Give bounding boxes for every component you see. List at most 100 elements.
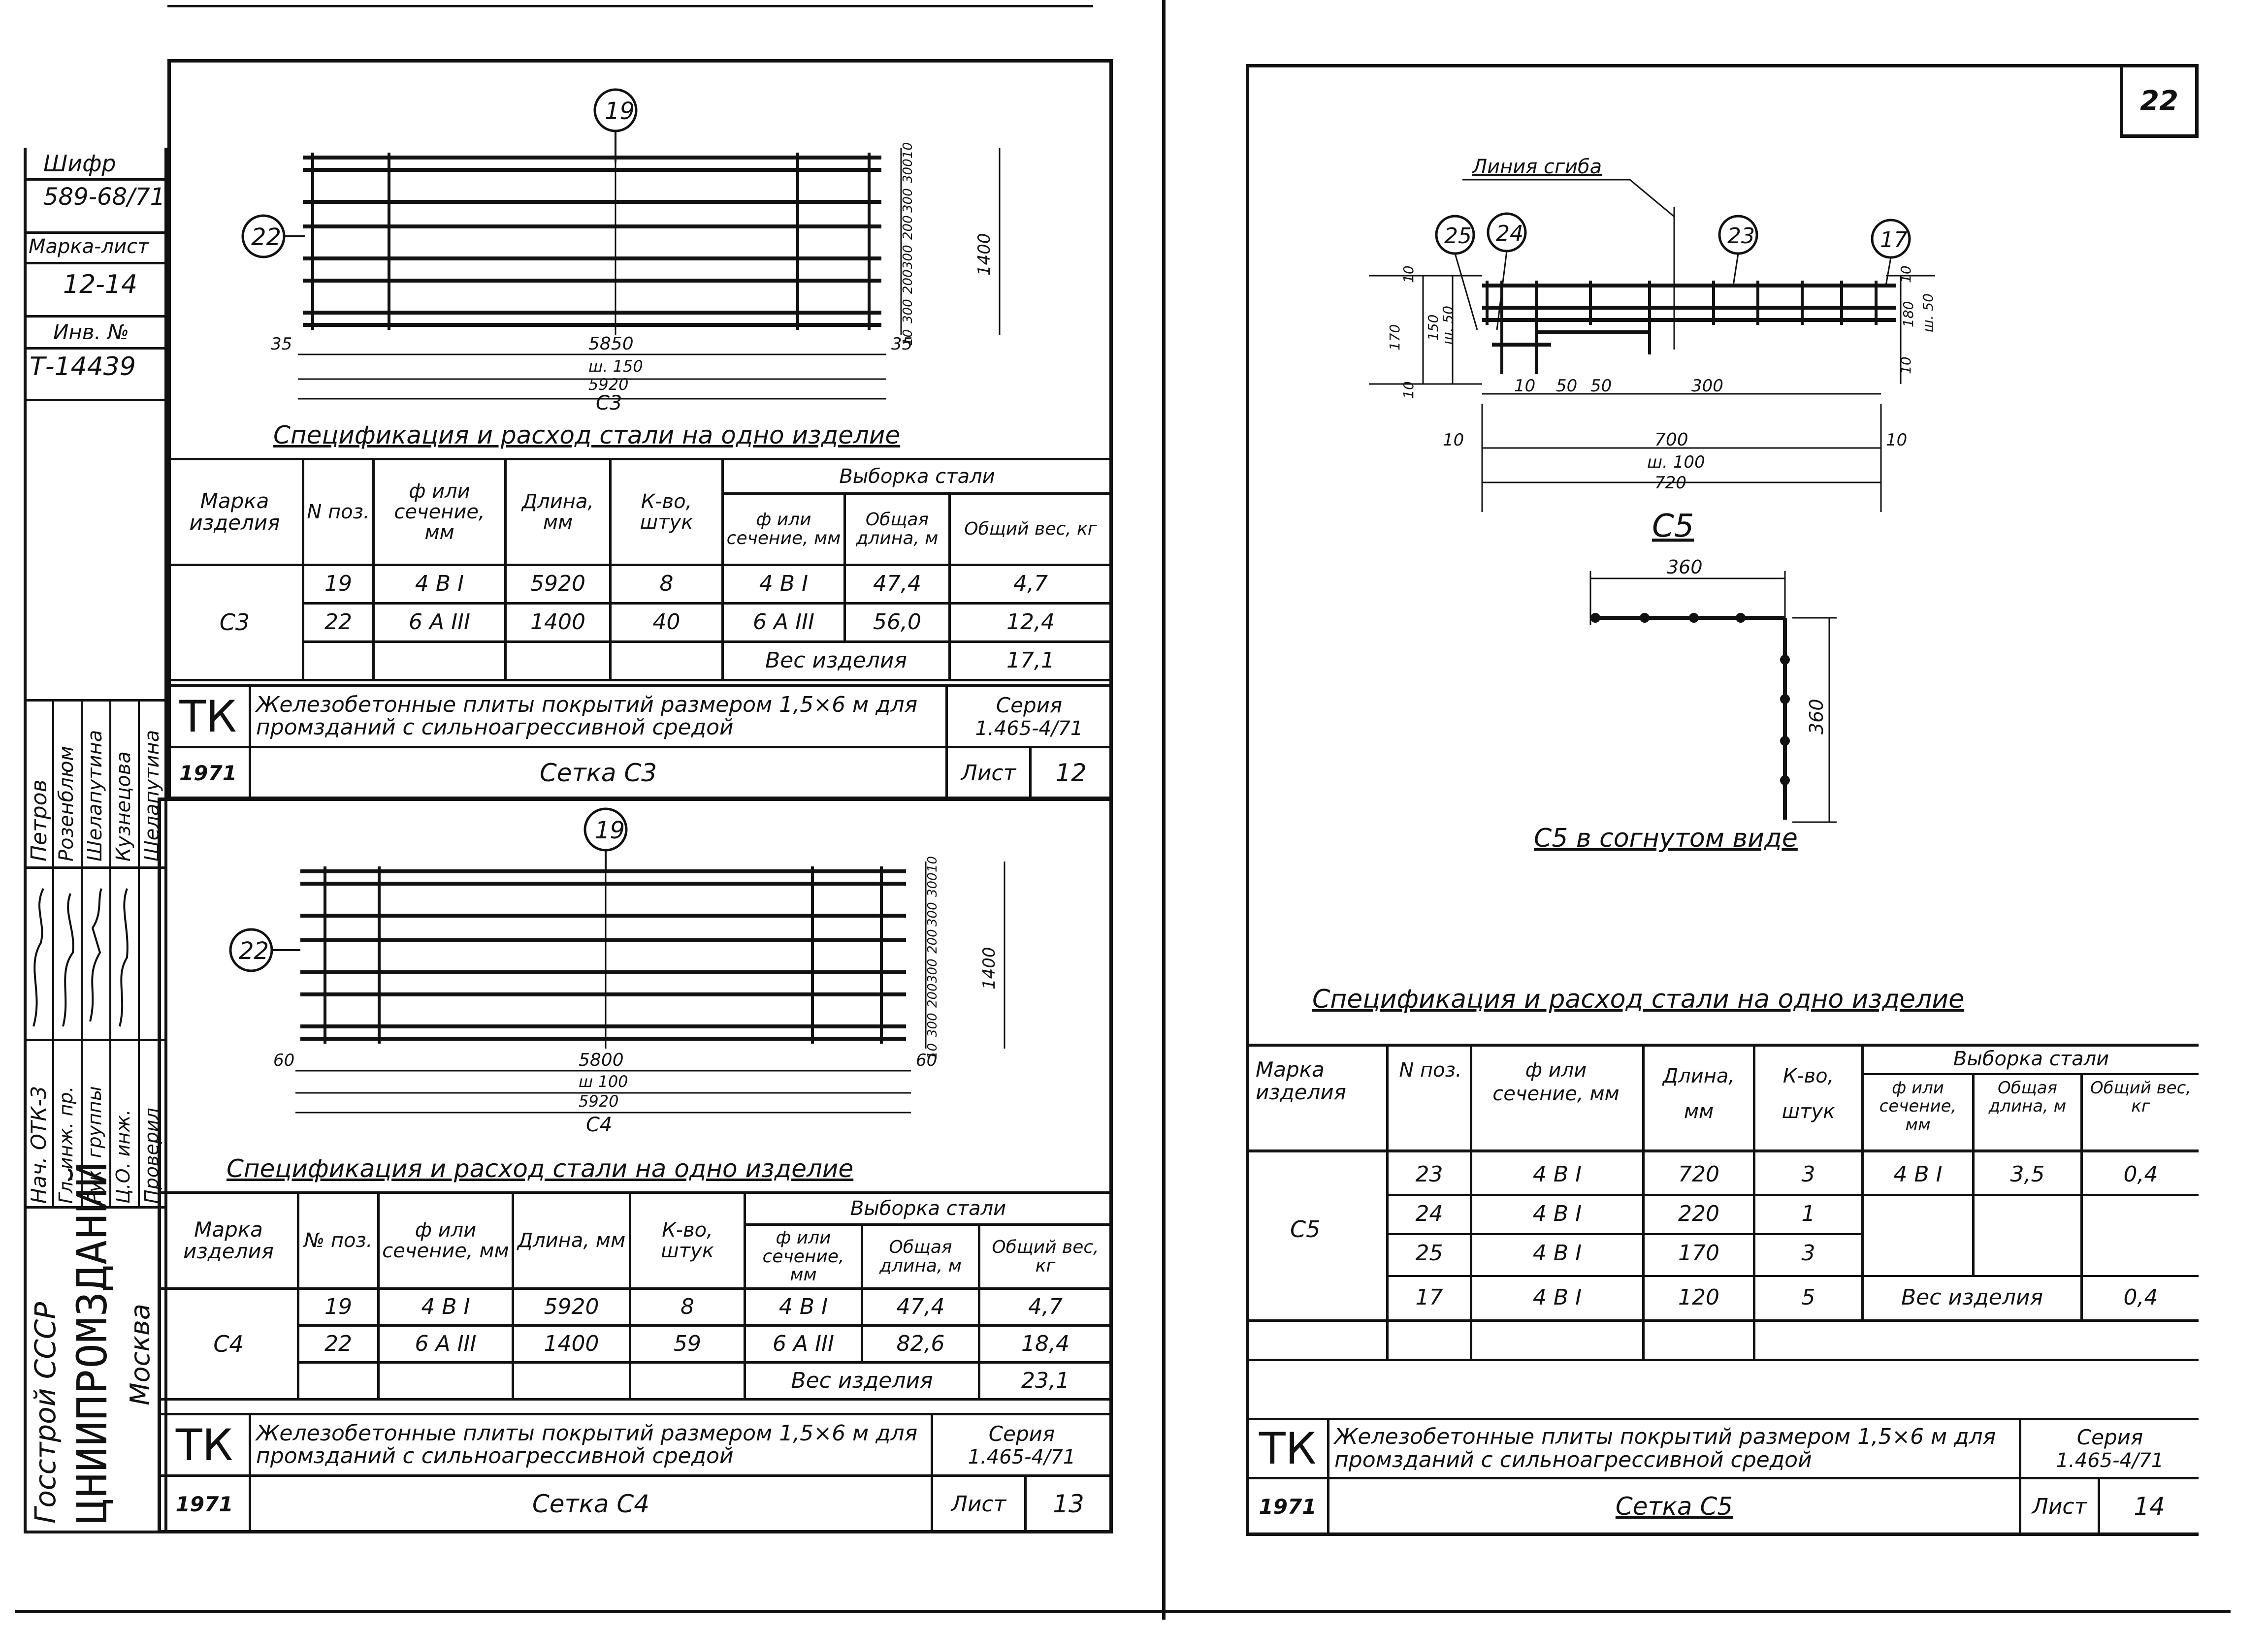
title-block-text: Железобетонные плиты покрытий размером 1… — [249, 684, 948, 748]
row1-qty: 8 — [629, 1287, 746, 1327]
name-4: Кузнецова — [112, 751, 135, 862]
row2-sel-section: 6 А III — [744, 1324, 863, 1364]
mesh-c4-drawing: 19 22 10 300 300 200 300 200 300 10 1400… — [229, 807, 1005, 1136]
year-cell: 1971 — [158, 1474, 251, 1533]
pos-19-callout: 19 — [605, 97, 635, 125]
series-label: Серия — [2076, 1425, 2143, 1449]
product-mark: С4 — [158, 1287, 299, 1401]
row2-qty: 40 — [609, 602, 724, 643]
hdr-qty: К-во, штук — [609, 458, 724, 566]
row4-pos: 17 — [1415, 1285, 1443, 1310]
dim-total-length: 5920 — [588, 375, 628, 394]
dim-right-1: 10 — [901, 142, 915, 159]
dim-left-2: 150 — [1425, 315, 1441, 341]
hdr-selection: Выборка стали — [1953, 1048, 2109, 1070]
hdr-length: Длина, мм — [1662, 1065, 1735, 1123]
row1-section: 4 В I — [1532, 1162, 1582, 1187]
spec-table-c3: Марка изделия N поз. ф или сечение, мм Д… — [165, 458, 1113, 681]
dim-left-5: 10 — [1400, 381, 1417, 399]
row1-qty: 8 — [609, 564, 724, 605]
dim-total: 720 — [1654, 473, 1686, 493]
sheet-name-cell: Сетка С4 — [249, 1474, 933, 1533]
row1-sel-weight: 4,7 — [978, 1287, 1113, 1327]
sheet-bottom-rule — [15, 1610, 2231, 1613]
row2-section: 6 А III — [372, 602, 507, 643]
sheet-name-cell: Сетка С5 — [1327, 1477, 2021, 1536]
hdr-sel-weight: Общий вес, кг — [948, 492, 1113, 566]
series-label: Серия — [988, 1421, 1055, 1446]
series-value: 1.465-4/71 — [968, 1445, 1076, 1468]
dim-bottom-2: 50 — [1556, 376, 1577, 396]
inv-label: Инв. № — [53, 320, 130, 344]
row1-section: 4 В I — [377, 1287, 514, 1327]
hdr-marka: Марка изделия — [158, 1191, 299, 1290]
dim-right-4: 200 — [901, 215, 915, 240]
dim-right-end: 35 — [891, 334, 912, 354]
product-mark: С3 — [165, 564, 304, 681]
weight-value: 23,1 — [978, 1361, 1113, 1401]
pos-24-callout: 24 — [1496, 221, 1523, 246]
dim-inner: 700 — [1654, 430, 1688, 450]
hdr-sel-length: Общая длина, м — [861, 1223, 980, 1290]
hdr-length: Длина, мм — [504, 458, 612, 566]
weight-label: Вес изделия — [721, 640, 951, 681]
series-value: 1.465-4/71 — [2056, 1449, 2164, 1472]
pos-22-callout: 22 — [239, 937, 269, 965]
dim-end-left: 10 — [1443, 430, 1464, 450]
row2-sel-length: 82,6 — [861, 1324, 980, 1364]
dim-right-3: 300 — [901, 188, 915, 213]
row2-length: 1400 — [512, 1324, 631, 1364]
dim-bottom-3: 50 — [1590, 376, 1612, 396]
dim-right-8: 10 — [925, 1043, 940, 1059]
row2-sel-section: 6 А III — [721, 602, 846, 643]
dim-right-3: 300 — [925, 902, 940, 926]
dim-inner: 5800 — [579, 1050, 624, 1070]
product-mark: С5 — [1290, 1216, 1321, 1243]
pos-17-callout: 17 — [1880, 227, 1908, 253]
signature-block: Петров Розенблюм Шелапутина Кузнецова Ше… — [24, 699, 167, 1209]
spec-table-c4: Марка изделия № поз. ф или сечение, мм Д… — [158, 1191, 1113, 1401]
row1-length: 720 — [1678, 1162, 1719, 1187]
hdr-selection: Выборка стали — [744, 1191, 1113, 1226]
title-block-text: Железобетонные плиты покрытий размером 1… — [1327, 1418, 2021, 1479]
row2-qty: 59 — [629, 1324, 746, 1364]
hdr-pos: N поз. — [1399, 1059, 1462, 1082]
row1-sel-section: 4 В I — [721, 564, 846, 605]
name-3: Шелапутина — [84, 730, 106, 862]
hdr-qty: К-во, штук — [1782, 1065, 1835, 1123]
dim-right-2: 180 — [1900, 301, 1916, 327]
hdr-sel-section: ф или сечение, мм — [1879, 1078, 1957, 1135]
series-cell: Серия 1.465-4/71 — [931, 1413, 1113, 1477]
row2-length: 1400 — [504, 602, 612, 643]
series-cell: Серия 1.465-4/71 — [2019, 1418, 2199, 1479]
organization-block: Госстрой СССР ЦНИИПРОМЗДАНИЙ Москва — [24, 1161, 167, 1533]
tk-cell: ТК — [1246, 1418, 1329, 1479]
row3-pos: 25 — [1415, 1241, 1443, 1266]
hdr-sel-length: Общая длина, м — [843, 492, 951, 566]
dim-right-1: 10 — [1898, 265, 1914, 283]
sel-length: 3,5 — [2010, 1162, 2045, 1187]
spec-table-c5: Марка изделия N поз. ф или сечение, мм Д… — [1246, 1044, 2199, 1361]
list-number-cell: 14 — [2098, 1477, 2199, 1536]
row2-pos: 24 — [1415, 1201, 1443, 1226]
shifr-label: Шифр — [43, 150, 116, 177]
page-number-cell: 22 — [2120, 64, 2199, 138]
list-label-cell: Лист — [945, 746, 1032, 800]
hdr-sel-length: Общая длина, м — [1988, 1078, 2067, 1117]
hdr-length: Длина, мм — [512, 1191, 631, 1290]
list-label-cell: Лист — [931, 1474, 1027, 1533]
row2-pos: 22 — [297, 1324, 380, 1364]
marka-list-value: 12-14 — [63, 270, 138, 299]
dim-right-4: 200 — [925, 929, 940, 954]
row1-pos: 19 — [302, 564, 375, 605]
tk-cell: ТК — [165, 684, 251, 748]
dim-right-2: 300 — [925, 872, 940, 897]
center-fold-line — [1162, 0, 1166, 1620]
shifr-value: 589-68/71 — [43, 183, 165, 211]
dim-spacing: ш. 100 — [1647, 452, 1705, 472]
sheet-top-rule — [167, 5, 1093, 7]
mesh-c3-drawing: 19 22 10 300 300 200 300 200 300 10 1400… — [241, 88, 1001, 415]
sel-section: 4 В I — [1893, 1162, 1943, 1187]
hdr-section: ф или сечение, мм — [372, 458, 507, 566]
row2-pos: 22 — [302, 602, 375, 643]
